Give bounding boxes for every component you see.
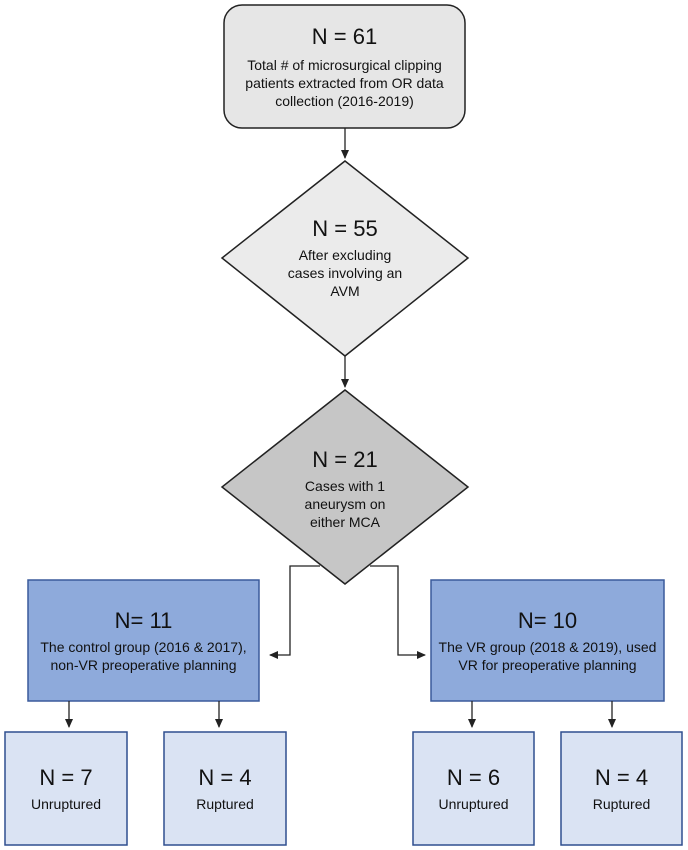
control-group-description: The control group (2016 & 2017), non-VR …	[40, 638, 247, 673]
control-ruptured-count: N = 4	[198, 764, 252, 790]
vr-ruptured-label: Ruptured	[592, 795, 651, 812]
control-group-count: N= 11	[114, 607, 173, 633]
connector-to-vr-group	[370, 565, 426, 659]
exclude-avm-node: N = 55 After excluding cases involving a…	[254, 206, 436, 310]
control-ruptured-label: Ruptured	[196, 795, 254, 812]
vr-ruptured-count: N = 4	[594, 764, 649, 790]
vr-group-count: N= 10	[517, 607, 578, 633]
vr-ruptured-node: N = 4 Ruptured	[561, 732, 682, 845]
control-ruptured-box	[163, 731, 287, 846]
vr-group-node: N= 10 The VR group (2018 & 2019), used V…	[431, 583, 664, 698]
top-node: N = 61 Total # of microsurgical clipping…	[224, 8, 465, 125]
control-unruptured-count: N = 7	[39, 764, 93, 790]
control-ruptured-node: N = 4 Ruptured	[164, 732, 286, 845]
vr-group-description: The VR group (2018 & 2019), used VR for …	[438, 638, 657, 673]
single-aneurysm-diamond	[220, 389, 470, 585]
single-aneurysm-count: N = 21	[312, 447, 378, 472]
control-unruptured-node: N = 7 Unruptured	[5, 732, 127, 845]
exclude-avm-count: N = 55	[312, 216, 378, 241]
connector-to-control-group	[269, 565, 320, 659]
control-group-node: N= 11 The control group (2016 & 2017), n…	[28, 583, 259, 698]
top-node-count: N = 61	[311, 23, 378, 49]
vr-group-box	[430, 579, 665, 702]
vr-unruptured-node: N = 6 Unruptured	[413, 732, 534, 845]
vr-unruptured-box	[412, 731, 535, 846]
vr-unruptured-label: Unruptured	[438, 795, 509, 812]
top-node-description: Total # of microsurgical clipping patien…	[245, 56, 444, 109]
control-unruptured-label: Unruptured	[30, 795, 102, 812]
control-group-box	[27, 579, 260, 702]
vr-unruptured-count: N = 6	[446, 764, 501, 790]
exclude-avm-description: After excluding cases involving an AVM	[287, 247, 403, 299]
single-aneurysm-node: N = 21 Cases with 1 aneurysm on either M…	[254, 437, 436, 541]
single-aneurysm-description: Cases with 1 aneurysm on either MCA	[304, 478, 386, 530]
vr-ruptured-box	[560, 731, 683, 846]
control-unruptured-box	[4, 731, 128, 846]
